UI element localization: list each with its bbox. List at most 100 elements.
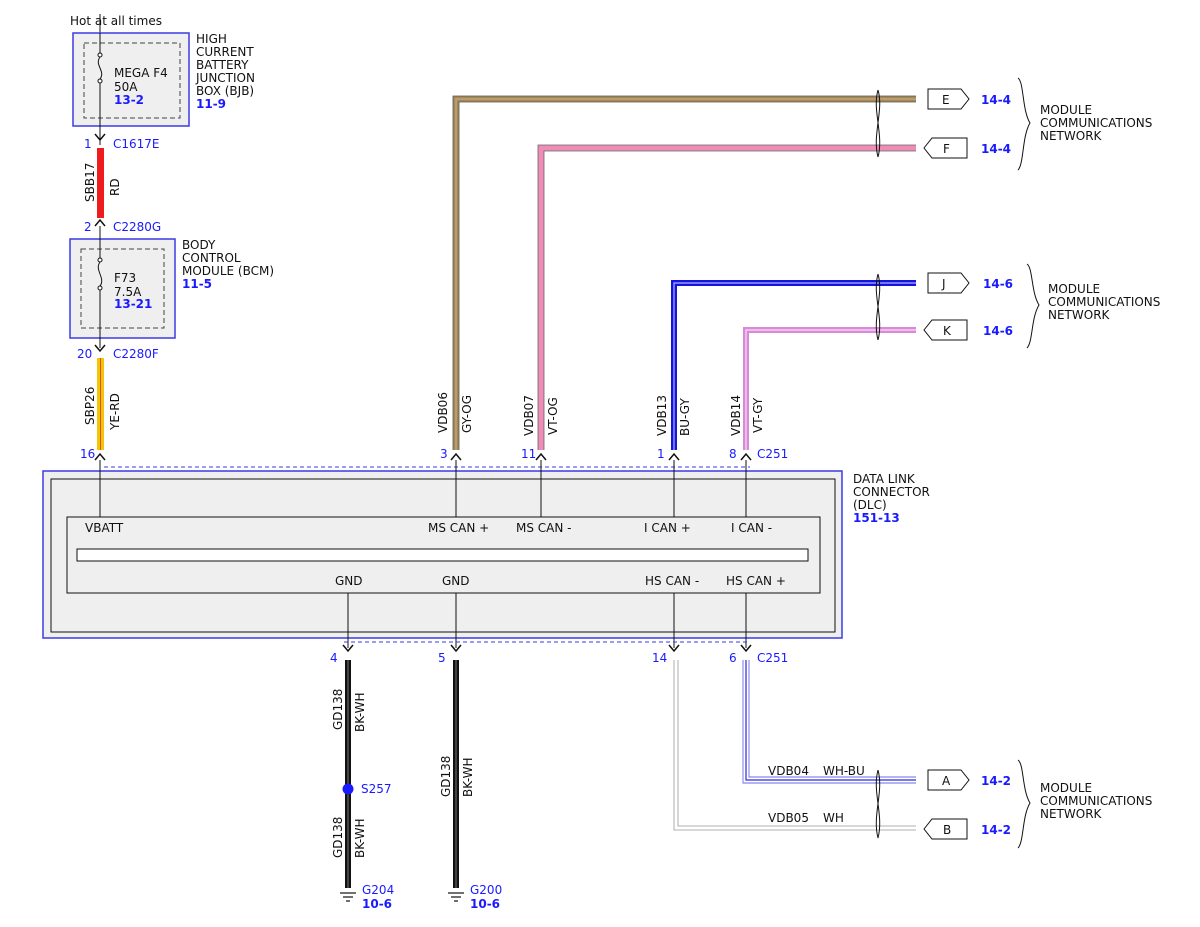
- vdb04-pin: 6: [729, 651, 737, 665]
- connector-arrow-up-icon: [94, 452, 106, 461]
- bcm-fuse-rating: 7.5A: [114, 285, 142, 299]
- terminal-b-ref: 14-2: [981, 823, 1011, 837]
- g200-circuit: GD138: [439, 756, 453, 797]
- vdb05-wire-outline-inner: [677, 660, 916, 827]
- g204-ground-label: G204: [362, 883, 394, 897]
- sbb17-connector-bottom: C2280G: [113, 220, 161, 234]
- vdb06-color: GY-OG: [460, 395, 474, 433]
- terminal-j-ref: 14-6: [983, 277, 1013, 291]
- sbb17-wire: 1 C1617E SBB17 RD 2 C2280G: [83, 133, 161, 234]
- terminal-f-label: F: [943, 142, 950, 156]
- vdb04-color: WH-BU: [823, 764, 865, 778]
- terminal-b: B 14-2: [923, 818, 1011, 840]
- terminal-a-label: A: [942, 774, 951, 788]
- gnd1-label: GND: [335, 574, 363, 588]
- sbb17-wire-red: [97, 148, 104, 218]
- bjb-ref: 11-9: [196, 97, 226, 111]
- vdb05-wire-outline-outer: [673, 660, 916, 831]
- vdb13-color: BU-GY: [678, 398, 692, 436]
- vdb06-wire-stripe: [455, 98, 916, 450]
- hs-can-plus-label: HS CAN +: [726, 574, 786, 588]
- bjb-title-5: BOX (BJB): [196, 84, 254, 98]
- connector-arrow-down-icon: [94, 344, 106, 353]
- connector-arrow-down-icon: [342, 644, 354, 653]
- vdb07-circuit: VDB07: [522, 395, 536, 436]
- c251-connector-bottom: C251: [757, 651, 788, 665]
- bjb-fuse-dot-bottom: [97, 78, 103, 84]
- fuse-icon: [97, 261, 103, 287]
- vdb14-wire: VDB14 VT-GY 8 C251: [729, 327, 916, 461]
- vdb07-wire-pink: [538, 145, 916, 450]
- network-label-1-line-3: NETWORK: [1040, 129, 1103, 143]
- bjb-module: MEGA F4 50A 13-2 HIGH CURRENT BATTERY JU…: [72, 32, 255, 145]
- twisted-pair-icon: [875, 769, 881, 839]
- vbatt-label: VBATT: [85, 521, 124, 535]
- g204-circuit-lower: GD138: [331, 817, 345, 858]
- network-label-3-line-2: COMMUNICATIONS: [1040, 794, 1152, 808]
- twisted-pair-icon: [875, 89, 881, 158]
- ms-can-plus-label: MS CAN +: [428, 521, 489, 535]
- bjb-title-3: BATTERY: [196, 58, 249, 72]
- bjb-fuse-ref: 13-2: [114, 93, 144, 107]
- terminal-a-shape: [927, 769, 970, 791]
- bjb-outer-box: [72, 32, 190, 127]
- vdb04-circuit: VDB04: [768, 764, 809, 778]
- dlc-title-3: (DLC): [853, 498, 887, 512]
- sbb17-pin-bottom: 2: [84, 220, 92, 234]
- vdb04-wire-stripe: [745, 660, 916, 781]
- bcm-outer-box: [69, 238, 176, 339]
- sbb17-color: RD: [108, 178, 122, 196]
- terminal-a: A 14-2: [927, 769, 1011, 791]
- bcm-fuse-ref: 13-21: [114, 297, 152, 311]
- sbp26-color: YE-RD: [108, 393, 122, 431]
- vdb06-circuit: VDB06: [436, 392, 450, 433]
- splice-icon: [342, 783, 354, 795]
- sbp26-wire: 20 C2280F SBP26 YE-RD 16: [77, 344, 159, 461]
- vdb05-wire-white: [674, 660, 916, 830]
- terminal-a-ref: 14-2: [981, 774, 1011, 788]
- brace-icon: [1017, 77, 1031, 171]
- vdb06-wire-outline-outer: [452, 95, 916, 450]
- g200-color: BK-WH: [461, 757, 475, 797]
- dlc-module: VBATT MS CAN + MS CAN - I CAN + I CAN - …: [42, 460, 930, 648]
- vdb07-pin: 11: [521, 447, 536, 461]
- bcm-inner-box: [80, 248, 165, 329]
- network-label-1-line-2: COMMUNICATIONS: [1040, 116, 1152, 130]
- sbb17-circuit: SBB17: [83, 163, 97, 202]
- g204-ground-ref: 10-6: [362, 897, 392, 911]
- sbb17-pin-top: 1: [84, 137, 92, 151]
- bcm-ref: 11-5: [182, 277, 212, 291]
- connector-arrow-up-icon: [94, 218, 106, 227]
- g204-color-upper: BK-WH: [353, 692, 367, 732]
- vdb13-wire: VDB13 BU-GY 1: [655, 280, 916, 461]
- vdb07-color: VT-OG: [546, 397, 560, 435]
- terminal-f: F 14-4: [923, 137, 1011, 159]
- sbp26-pin-top: 20: [77, 347, 92, 361]
- terminal-b-shape: [923, 818, 968, 840]
- vdb13-wire-stripe: [673, 282, 916, 450]
- terminal-f-ref: 14-4: [981, 142, 1011, 156]
- bcm-title-3: MODULE (BCM): [182, 264, 274, 278]
- connector-arrow-down-icon: [740, 644, 752, 653]
- vdb07-wire-outline-outer: [537, 144, 916, 450]
- vdb14-color: VT-GY: [751, 397, 765, 433]
- bcm-fuse-name: F73: [114, 271, 136, 285]
- sbp26-pin-bottom: 16: [80, 447, 95, 461]
- terminal-k: K 14-6: [923, 319, 1013, 341]
- vdb04-wire-outline-outer: [742, 660, 916, 784]
- terminal-k-ref: 14-6: [983, 324, 1013, 338]
- terminal-e-label: E: [942, 93, 950, 107]
- g204-color-lower: BK-WH: [353, 818, 367, 858]
- ms-can-minus-label: MS CAN -: [516, 521, 572, 535]
- hs-can-minus-label: HS CAN -: [645, 574, 699, 588]
- terminal-b-label: B: [943, 823, 951, 837]
- bjb-inner-box: [83, 42, 181, 119]
- terminal-e-shape: [927, 88, 970, 110]
- bjb-title-1: HIGH: [196, 32, 227, 46]
- bjb-fuse-dot-top: [97, 52, 103, 58]
- vdb05-wire: 14 VDB05 WH: [652, 644, 916, 831]
- network-label-2-line-1: MODULE: [1048, 282, 1100, 296]
- vdb07-wire-outline-inner: [543, 150, 916, 450]
- terminal-k-shape: [923, 319, 968, 341]
